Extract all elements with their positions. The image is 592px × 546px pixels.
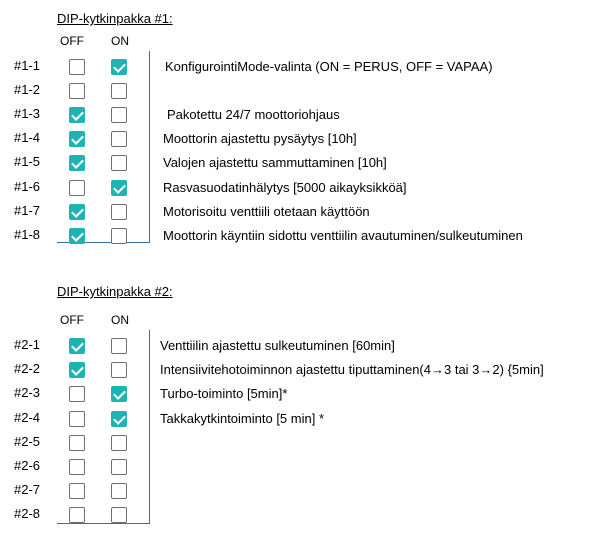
off-checkbox[interactable]	[69, 338, 85, 354]
switch-description: Valojen ajastettu sammuttaminen [10h]	[163, 155, 387, 170]
switch-description: KonfigurointiMode-valinta (ON = PERUS, O…	[165, 59, 493, 74]
switch-description: Motorisoitu venttiili otetaan käyttöön	[163, 204, 370, 219]
pack2-off-header: OFF	[60, 313, 84, 327]
off-checkbox[interactable]	[69, 435, 85, 451]
switch-label: #1-5	[14, 154, 41, 169]
switch-label: #2-6	[14, 458, 41, 473]
switch-label: #2-2	[14, 361, 41, 376]
switch-label: #2-5	[14, 434, 41, 449]
off-checkbox[interactable]	[69, 411, 85, 427]
on-checkbox[interactable]	[111, 107, 127, 123]
pack1-title: DIP-kytkinpakka #1:	[57, 11, 173, 26]
off-checkbox[interactable]	[69, 483, 85, 499]
on-checkbox[interactable]	[111, 483, 127, 499]
on-checkbox[interactable]	[111, 338, 127, 354]
switch-label: #2-3	[14, 385, 41, 400]
switch-description: Moottorin käyntiin sidottu venttiilin av…	[163, 228, 523, 243]
off-checkbox[interactable]	[69, 362, 85, 378]
switch-label: #1-4	[14, 130, 41, 145]
switch-label: #2-4	[14, 410, 41, 425]
on-checkbox[interactable]	[111, 155, 127, 171]
switch-label: #1-1	[14, 58, 41, 73]
off-checkbox[interactable]	[69, 180, 85, 196]
on-checkbox[interactable]	[111, 228, 127, 244]
on-checkbox[interactable]	[111, 386, 127, 402]
on-checkbox[interactable]	[111, 204, 127, 220]
pack1-switch-panel	[57, 51, 150, 243]
off-checkbox[interactable]	[69, 83, 85, 99]
off-checkbox[interactable]	[69, 155, 85, 171]
pack2-on-header: ON	[111, 313, 129, 327]
switch-description: Moottorin ajastettu pysäytys [10h]	[163, 131, 357, 146]
pack2-switch-panel	[57, 330, 150, 524]
off-checkbox[interactable]	[69, 204, 85, 220]
pack1-on-header: ON	[111, 34, 129, 48]
off-checkbox[interactable]	[69, 131, 85, 147]
on-checkbox[interactable]	[111, 459, 127, 475]
switch-label: #1-6	[14, 179, 41, 194]
off-checkbox[interactable]	[69, 107, 85, 123]
on-checkbox[interactable]	[111, 83, 127, 99]
switch-label: #2-7	[14, 482, 41, 497]
off-checkbox[interactable]	[69, 228, 85, 244]
switch-label: #2-8	[14, 506, 41, 521]
switch-label: #1-7	[14, 203, 41, 218]
on-checkbox[interactable]	[111, 59, 127, 75]
off-checkbox[interactable]	[69, 459, 85, 475]
on-checkbox[interactable]	[111, 180, 127, 196]
switch-description: Takkakytkintoiminto [5 min] *	[160, 411, 325, 426]
pack1-off-header: OFF	[60, 34, 84, 48]
switch-description: Turbo-toiminto [5min]*	[160, 386, 288, 401]
on-checkbox[interactable]	[111, 507, 127, 523]
off-checkbox[interactable]	[69, 507, 85, 523]
switch-label: #1-8	[14, 227, 41, 242]
switch-description: Venttiilin ajastettu sulkeutuminen [60mi…	[160, 338, 395, 353]
pack2-title: DIP-kytkinpakka #2:	[57, 284, 173, 299]
switch-label: #2-1	[14, 337, 41, 352]
on-checkbox[interactable]	[111, 362, 127, 378]
switch-description: Pakotettu 24/7 moottoriohjaus	[167, 107, 340, 122]
off-checkbox[interactable]	[69, 386, 85, 402]
switch-description: Rasvasuodatinhälytys [5000 aikayksikköä]	[163, 180, 407, 195]
off-checkbox[interactable]	[69, 59, 85, 75]
switch-label: #1-2	[14, 82, 41, 97]
on-checkbox[interactable]	[111, 411, 127, 427]
on-checkbox[interactable]	[111, 435, 127, 451]
switch-description: Intensiivitehotoiminnon ajastettu tiputt…	[160, 362, 544, 377]
on-checkbox[interactable]	[111, 131, 127, 147]
switch-label: #1-3	[14, 106, 41, 121]
